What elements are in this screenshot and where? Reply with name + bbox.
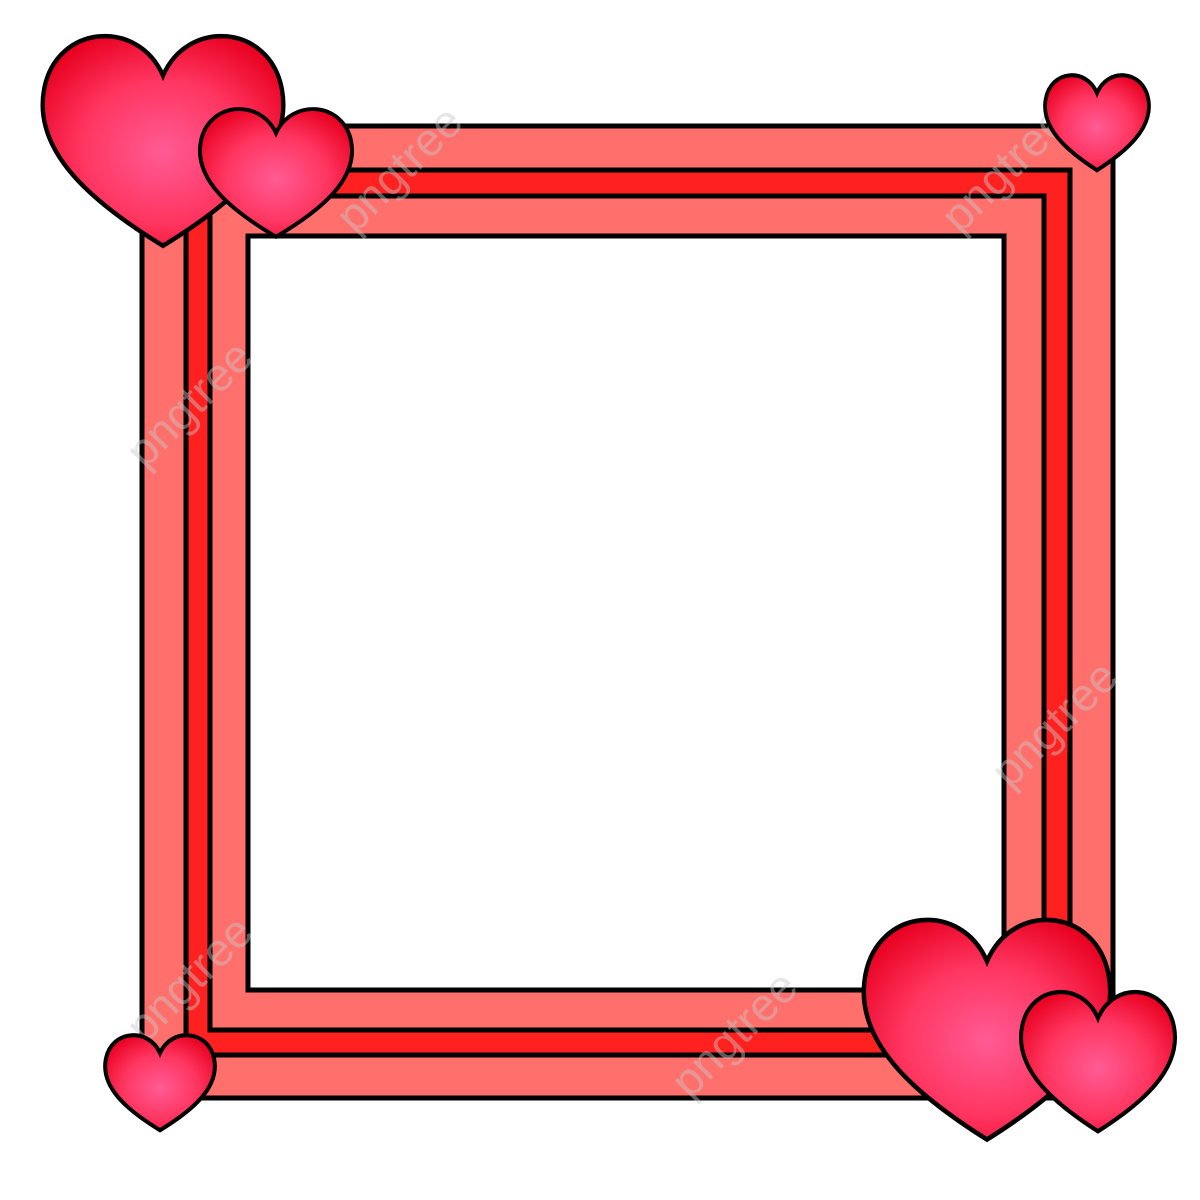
frame-inner-stripe — [207, 193, 1047, 1033]
heart-icon — [105, 1035, 215, 1130]
